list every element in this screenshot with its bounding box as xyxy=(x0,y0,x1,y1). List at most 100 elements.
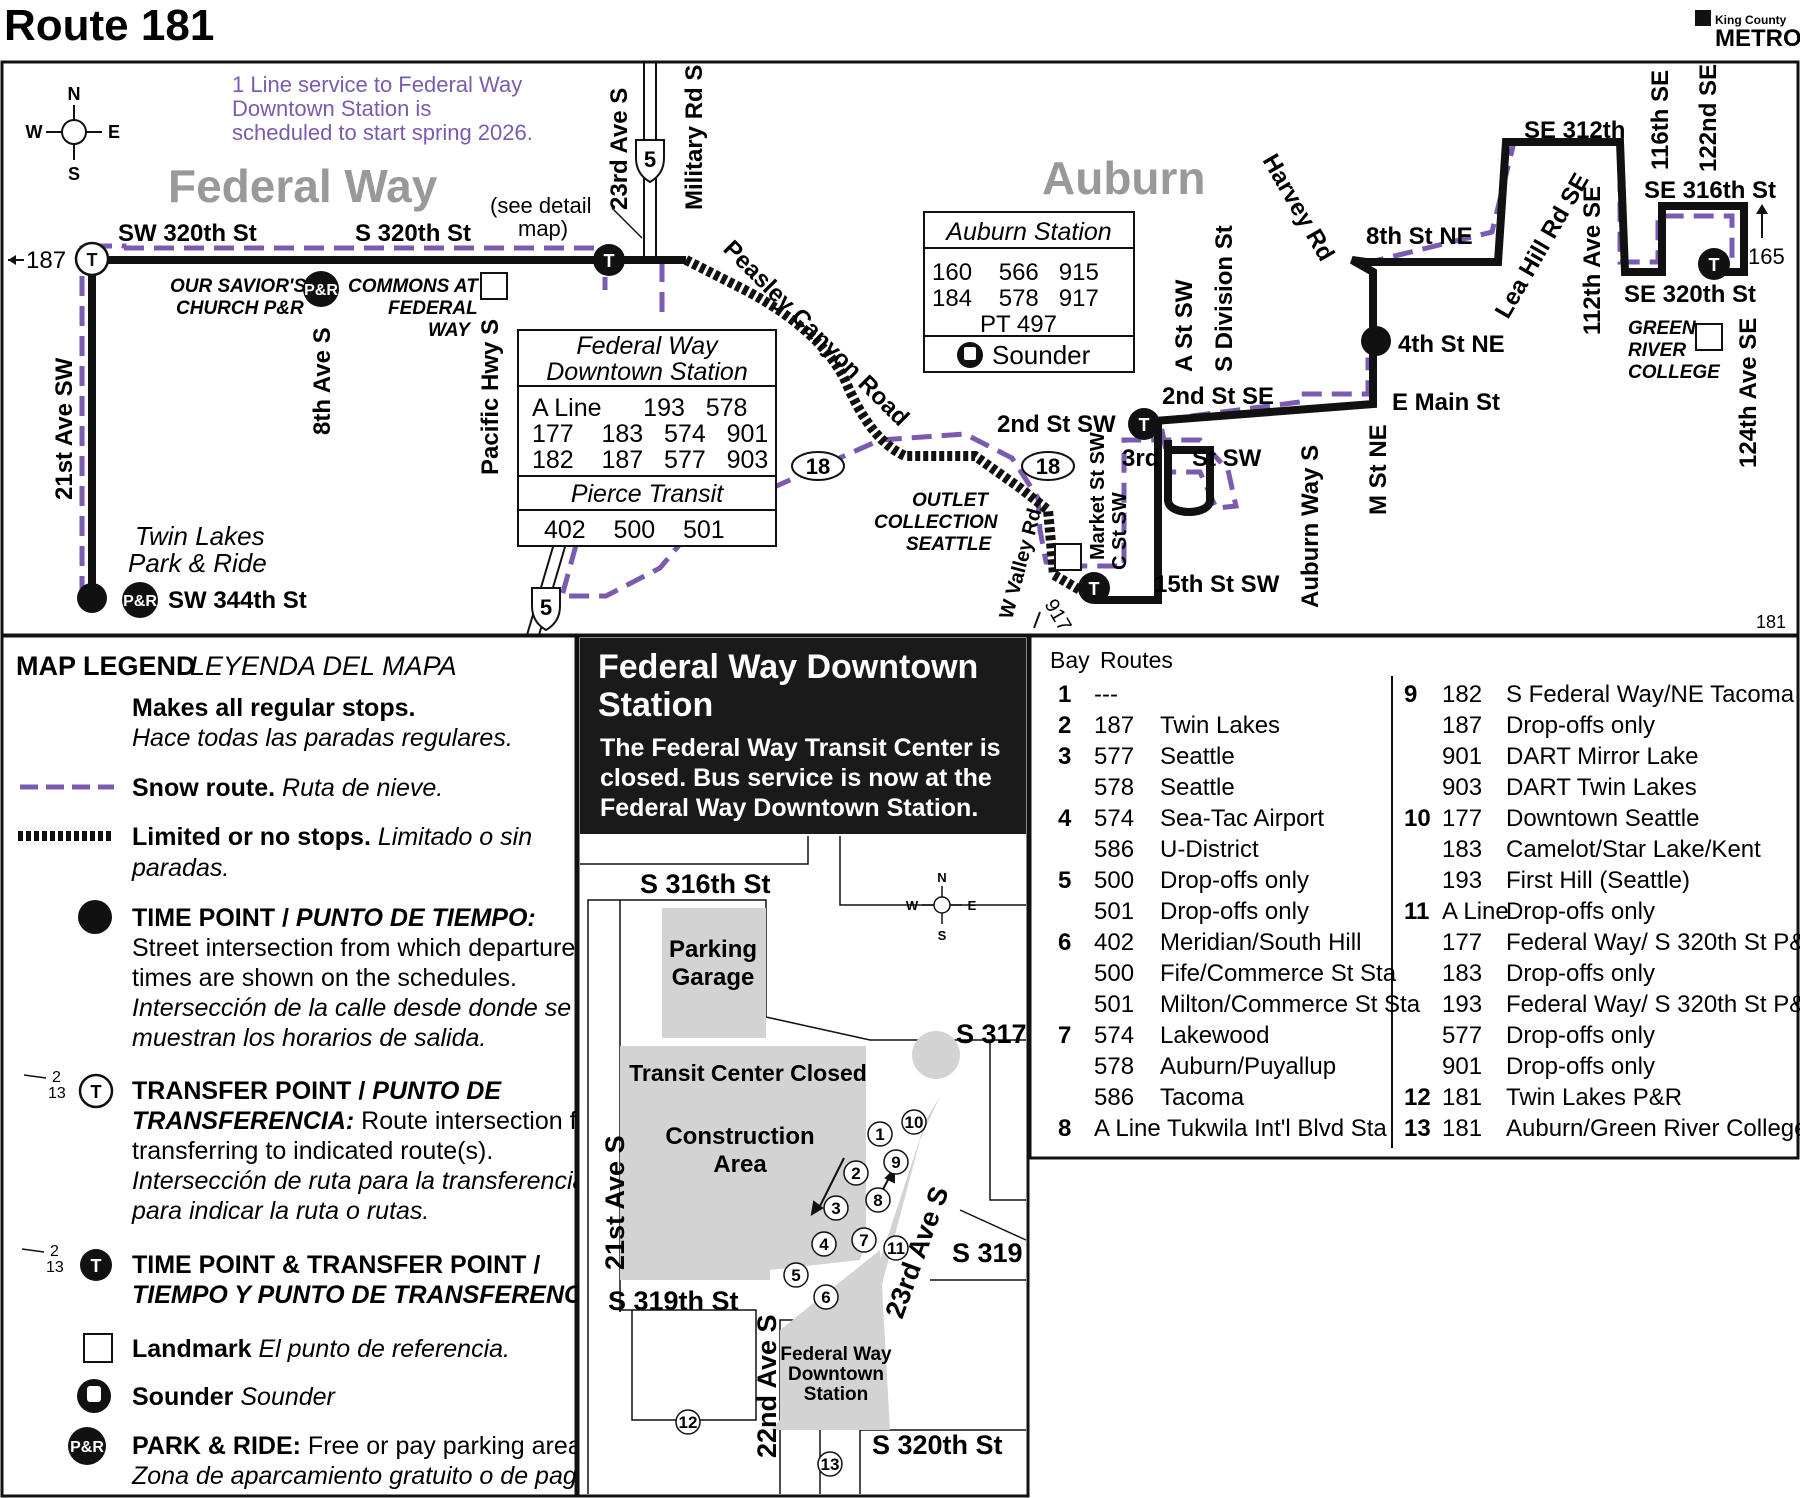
bay-destination: Federal Way/ S 320th St P&RR xyxy=(1506,991,1800,1018)
bay-number: 7 xyxy=(1058,1022,1071,1049)
city-federal-way: Federal Way xyxy=(168,160,438,212)
svg-text:Landmark El punto de referenci: Landmark El punto de referencia. xyxy=(132,1335,510,1363)
bay-table-panel xyxy=(1028,634,1800,1160)
svg-text:A Line 193 578: A Line 193 578 xyxy=(532,394,747,422)
svg-text:15th St SW: 15th St SW xyxy=(1154,571,1280,598)
rail-notice: 1 Line service to Federal Way Downtown S… xyxy=(232,72,533,145)
compass-rose-icon: N S W E xyxy=(26,84,121,184)
bay-destination: First Hill (Seattle) xyxy=(1506,867,1690,894)
svg-text:13: 13 xyxy=(48,1085,66,1102)
legend-snow-row: Snow route. Ruta de nieve. xyxy=(20,774,443,802)
bay-5-label: 5 xyxy=(791,1266,800,1285)
svg-text:closed. Bus service is now at: closed. Bus service is now at the xyxy=(600,764,992,792)
svg-text:Military Rd S: Military Rd S xyxy=(681,65,708,210)
svg-text:(see detail: (see detail xyxy=(490,193,592,218)
svg-text:165: 165 xyxy=(1748,244,1785,269)
legend-time-transfer-row: T 2 13 TIME POINT & TRANSFER POINT / TIE… xyxy=(21,1243,607,1309)
bay-route: --- xyxy=(1094,681,1118,708)
svg-text:Twin Lakes: Twin Lakes xyxy=(135,521,265,551)
bay-destination: Federal Way/ S 320th St P&R xyxy=(1506,929,1800,956)
legend-sounder-row: Sounder Sounder xyxy=(77,1379,337,1413)
bay-route: 500 xyxy=(1094,867,1134,894)
legend-panel xyxy=(0,634,578,1498)
legend-landmark-row: Landmark El punto de referencia. xyxy=(83,1333,510,1363)
bay-11-marker xyxy=(883,1235,909,1261)
city-auburn: Auburn xyxy=(1042,152,1206,204)
svg-text:SEATTLE: SEATTLE xyxy=(906,534,992,555)
svg-text:S 319th St: S 319th St xyxy=(608,1286,739,1316)
bay-route: 187 xyxy=(1094,712,1134,739)
landmark-labels: OUR SAVIOR'S CHURCH P&R COMMONS AT FEDER… xyxy=(170,276,1721,555)
bay-destination: DART Twin Lakes xyxy=(1506,774,1697,801)
svg-text:T: T xyxy=(91,1082,102,1102)
svg-text:184 578 917: 184 578 917 xyxy=(932,285,1099,312)
svg-text:W: W xyxy=(26,122,43,142)
bay-destination: Sea-Tac Airport xyxy=(1160,805,1324,832)
landmark-grc-icon xyxy=(1695,323,1723,351)
detail-area-labels: Parking Garage Transit Center Closed Con… xyxy=(629,936,867,1178)
transfer-point-icon: T xyxy=(74,241,110,277)
svg-text:2nd St SE: 2nd St SE xyxy=(1162,383,1274,410)
route-165-marker: 165 xyxy=(1748,204,1785,269)
svg-text:WAY: WAY xyxy=(428,320,472,341)
bay-number: 5 xyxy=(1058,867,1071,894)
svg-text:5: 5 xyxy=(540,595,552,620)
svg-text:Downtown Station: Downtown Station xyxy=(546,358,748,386)
svg-text:S 317: S 317 xyxy=(956,1019,1027,1049)
bay-10-marker xyxy=(901,1109,927,1135)
svg-text:5: 5 xyxy=(644,147,656,172)
legend-limited-row: Limited or no stops. Limitado o sin para… xyxy=(18,823,532,882)
svg-text:RIVER: RIVER xyxy=(1628,340,1686,361)
svg-text:177 183 574 901: 177 183 574 901 xyxy=(532,420,768,448)
bay-10-label: 10 xyxy=(905,1113,924,1132)
bay-13-marker xyxy=(817,1451,843,1477)
svg-text:2: 2 xyxy=(52,1069,61,1086)
auburn-station-box: Auburn Station 160 566 915 184 578 917 P… xyxy=(923,211,1135,373)
svg-text:Station: Station xyxy=(598,686,713,724)
bay-destination: U-District xyxy=(1160,836,1259,863)
bay-destination: Camelot/Star Lake/Kent xyxy=(1506,836,1761,863)
legend-title: MAP LEGEND LEYENDA DEL MAPA xyxy=(16,651,457,681)
bay-9-marker xyxy=(883,1149,909,1175)
svg-text:OUR SAVIOR'S: OUR SAVIOR'S xyxy=(170,276,306,297)
bay-12-label: 12 xyxy=(679,1413,698,1432)
bay-destination: Milton/Commerce St Sta xyxy=(1160,991,1421,1018)
bay-destination: Meridian/South Hill xyxy=(1160,929,1361,956)
bay-destination: Lakewood xyxy=(1160,1022,1269,1049)
svg-text:N: N xyxy=(937,870,946,885)
bay-route: 181 xyxy=(1442,1115,1482,1142)
svg-text:PARK & RIDE: Free or pay parki: PARK & RIDE: Free or pay parking area. xyxy=(132,1432,589,1460)
svg-text:SW 320th St: SW 320th St xyxy=(118,220,257,247)
bay-destination: Fife/Commerce St Sta xyxy=(1160,960,1397,987)
svg-text:Street intersection from which: Street intersection from which departure xyxy=(132,934,575,962)
svg-text:187: 187 xyxy=(26,247,66,274)
bay-number: 2 xyxy=(1058,712,1071,739)
turnaround-circle xyxy=(912,1031,960,1079)
svg-text:2: 2 xyxy=(50,1243,59,1260)
bay-route: 500 xyxy=(1094,960,1134,987)
svg-text:23rd Ave S: 23rd Ave S xyxy=(606,88,633,210)
svg-text:Limited or no stops. Limitado: Limited or no stops. Limitado o sin xyxy=(132,823,532,851)
bay-route: 578 xyxy=(1094,774,1134,801)
bay-destination: Auburn/Puyallup xyxy=(1160,1053,1336,1080)
bay-route: 177 xyxy=(1442,805,1482,832)
bay-2-label: 2 xyxy=(851,1164,860,1183)
legend-regular-row: Makes all regular stops. Hace todas las … xyxy=(132,694,513,752)
bay-destination: Auburn/Green River College xyxy=(1506,1115,1800,1142)
fwds-routes-box: Federal Way Downtown Station Pierce Tran… xyxy=(517,329,777,547)
svg-text:T: T xyxy=(87,250,98,270)
svg-text:times are shown on the schedul: times are shown on the schedules. xyxy=(132,964,517,992)
bay-number: 4 xyxy=(1058,805,1072,832)
bay-8-label: 8 xyxy=(873,1191,882,1210)
svg-text:Downtown: Downtown xyxy=(788,1364,884,1385)
park-ride-icon: P&R P&R xyxy=(122,271,339,618)
svg-text:Hace todas las paradas regular: Hace todas las paradas regulares. xyxy=(132,724,513,752)
route-18-shield-icon: 18 18 xyxy=(791,451,1075,481)
landmark-outlet-icon xyxy=(1054,543,1082,571)
bay-route: 577 xyxy=(1442,1022,1482,1049)
svg-text:T: T xyxy=(1139,415,1150,435)
bay-destination: S Federal Way/NE Tacoma xyxy=(1506,681,1795,708)
page-number: 181 xyxy=(1756,612,1786,632)
bay-3-marker xyxy=(823,1195,849,1221)
bay-route: 574 xyxy=(1094,805,1134,832)
